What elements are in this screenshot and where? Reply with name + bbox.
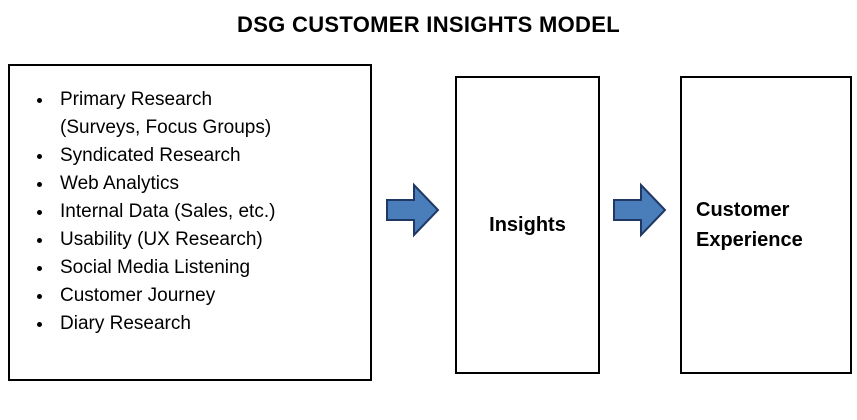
insights-box: Insights xyxy=(455,76,600,374)
list-item: Usability (UX Research) xyxy=(54,226,370,254)
list-item: Web Analytics xyxy=(54,170,370,198)
list-item: Diary Research xyxy=(54,310,370,338)
customer-experience-box: Customer Experience xyxy=(680,76,852,374)
right-arrow-shape xyxy=(386,182,440,238)
research-sources-list: Primary Research (Surveys, Focus Groups)… xyxy=(10,86,370,338)
insights-label: Insights xyxy=(489,214,566,236)
list-item: Syndicated Research xyxy=(54,142,370,170)
list-item: Internal Data (Sales, etc.) xyxy=(54,198,370,226)
diagram-title: DSG CUSTOMER INSIGHTS MODEL xyxy=(237,12,620,37)
customer-experience-label: Customer Experience xyxy=(696,199,803,251)
right-arrow-shape xyxy=(613,182,667,238)
list-item: Primary Research (Surveys, Focus Groups) xyxy=(54,86,370,142)
list-item: Customer Journey xyxy=(54,282,370,310)
list-item: Social Media Listening xyxy=(54,254,370,282)
right-arrow-icon xyxy=(613,182,667,238)
right-arrow-icon xyxy=(386,182,440,238)
research-sources-box: Primary Research (Surveys, Focus Groups)… xyxy=(8,64,372,381)
